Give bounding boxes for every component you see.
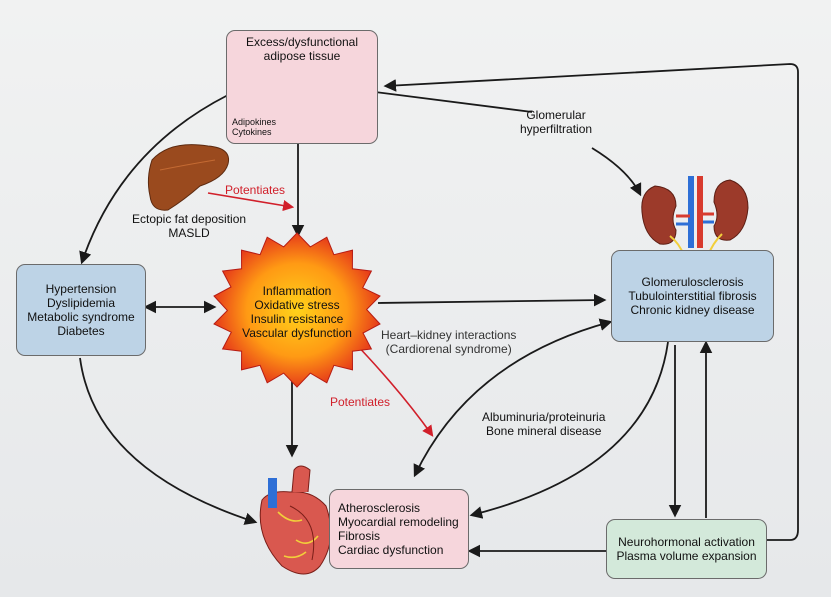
hypertension-box: Hypertension Dyslipidemia Metabolic synd… [16, 264, 146, 356]
liver-icon [147, 144, 230, 211]
cardiac-outcomes-box: Atherosclerosis Myocardial remodeling Fi… [329, 489, 469, 569]
albuminuria-label: Albuminuria/proteinuria Bone mineral dis… [482, 410, 606, 438]
arrow-potentiates-top [207, 192, 295, 212]
arrow-glomerular-to-kidney [591, 147, 642, 197]
glomerular-hyperfiltration-label: Glomerular hyperfiltration [520, 108, 593, 136]
kidneys-icon [641, 176, 749, 257]
potentiates-top-label: Potentiates [225, 183, 286, 197]
inflammation-starburst [213, 232, 381, 388]
arrow-hypertension-to-heart [79, 357, 258, 525]
heart-icon [259, 465, 332, 575]
arrow-adipose-to-kidney [374, 91, 533, 113]
arrow-potentiates-mid [351, 339, 434, 437]
neurohormonal-box: Neurohormonal activation Plasma volume e… [606, 519, 767, 579]
ectopic-fat-label: Ectopic fat deposition MASLD [132, 212, 247, 240]
heart-kidney-label: Heart–kidney interactions (Cardiorenal s… [381, 328, 517, 356]
adipose-tissue-box: Excess/dysfunctional adipose tissue [226, 30, 378, 144]
adipokines-label: Adipokines Cytokines [232, 117, 277, 137]
kidney-disease-box: Glomerulosclerosis Tubulointerstitial fi… [611, 250, 774, 342]
arrow-adipose-to-hypertension [79, 94, 229, 265]
arrow-feedback-loop [383, 63, 799, 541]
inflammation-label: Inflammation Oxidative stress Insulin re… [242, 284, 352, 340]
arrow-cardiorenal [413, 318, 613, 478]
adipose-title-line-1: Excess/dysfunctional [245, 35, 359, 49]
arrow-inflammation-to-kidney [377, 293, 607, 307]
arrow-kidney-to-cardiac [469, 341, 669, 519]
adipose-title-line-2: adipose tissue [263, 49, 341, 63]
potentiates-mid-label: Potentiates [330, 395, 391, 409]
